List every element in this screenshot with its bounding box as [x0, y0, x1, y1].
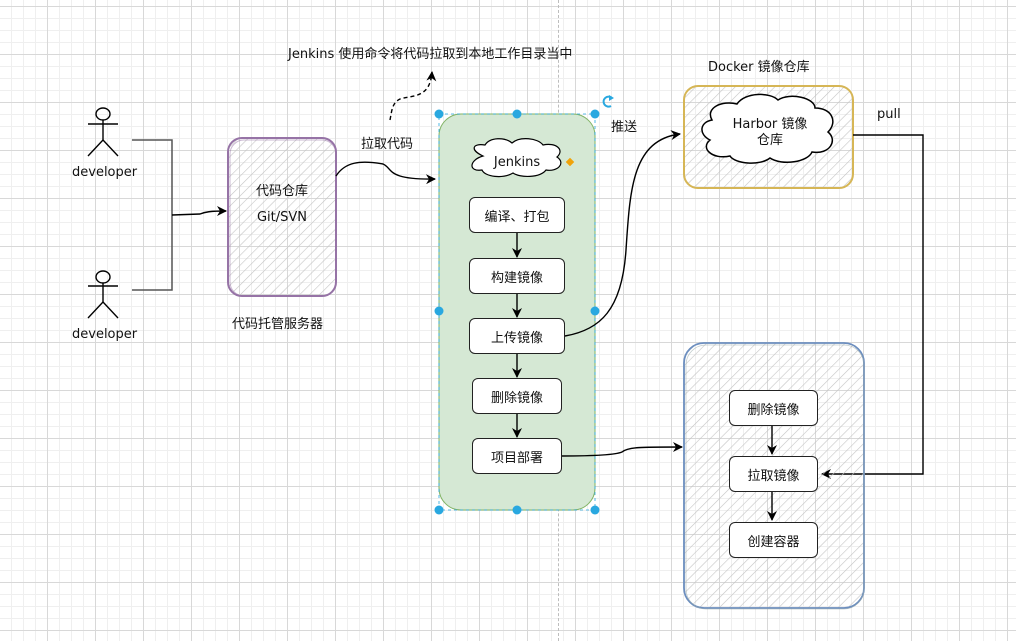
step-delete-image[interactable]: 删除镜像 [472, 378, 562, 414]
note-dashed-arrow[interactable] [389, 71, 437, 121]
push-label: 推送 [611, 120, 638, 135]
developer-to-repo-arrow[interactable] [171, 206, 227, 217]
pull-code-arrow[interactable] [335, 161, 436, 185]
actor-icon [87, 107, 119, 157]
harbor-label-line1: Harbor 镜像 [732, 117, 808, 132]
selection-handles[interactable] [434, 109, 600, 515]
jenkins-note: Jenkins 使用命令将代码拉取到本地工作目录当中 [288, 47, 573, 62]
server-step-pull-image[interactable]: 拉取镜像 [729, 456, 818, 492]
step-deploy-project[interactable]: 项目部署 [472, 438, 562, 474]
rotate-icon[interactable] [602, 95, 614, 108]
server-step-create-container[interactable]: 创建容器 [729, 522, 818, 558]
code-repo-subtitle: Git/SVN [256, 210, 308, 225]
pull-connector[interactable] [821, 134, 924, 479]
push-arrow[interactable] [564, 130, 681, 337]
jenkins-cloud[interactable] [471, 138, 562, 178]
deploy-arrow[interactable] [561, 442, 683, 457]
docker-registry-caption: Docker 镜像仓库 [708, 60, 810, 75]
developer-label: developer [72, 327, 138, 342]
code-repo-title: 代码仓库 [255, 184, 308, 199]
step-build-image[interactable]: 构建镜像 [469, 258, 565, 294]
pull-label: pull [877, 107, 901, 122]
code-repo-caption: 代码托管服务器 [232, 317, 324, 332]
server-step-delete-image[interactable]: 删除镜像 [729, 390, 818, 426]
step-compile-package[interactable]: 编译、打包 [469, 197, 565, 233]
developer-label: developer [72, 165, 138, 180]
step-upload-image[interactable]: 上传镜像 [469, 318, 565, 354]
actor-icon [87, 270, 119, 319]
harbor-cloud[interactable] [701, 93, 834, 164]
pull-code-label: 拉取代码 [361, 137, 414, 152]
developer-connector[interactable] [132, 139, 173, 291]
harbor-label-line2: 仓库 [756, 133, 783, 148]
jenkins-title: Jenkins [493, 155, 541, 170]
